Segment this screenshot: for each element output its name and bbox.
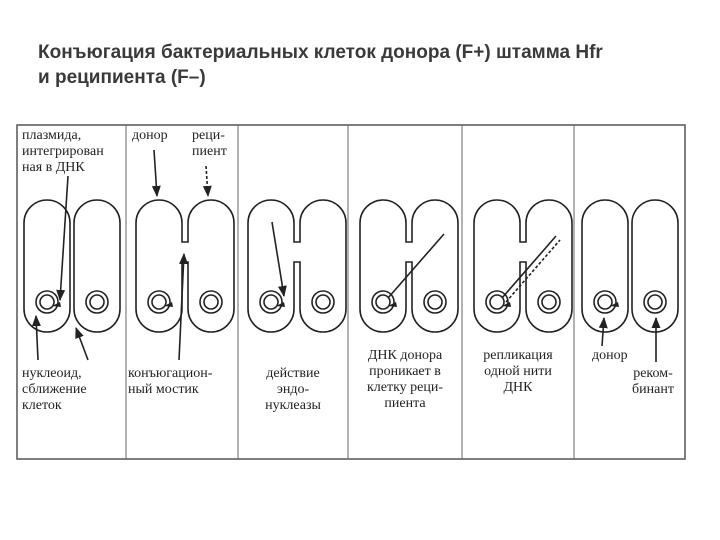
- panel-1-bottom-label: нуклеоид, сближение клеток: [22, 366, 124, 414]
- approach-arrow: [76, 328, 88, 360]
- panel-4-bottom-label: ДНК донора проникает в клетку реци- пиен…: [350, 348, 460, 412]
- bridged-cell-pair: [474, 200, 572, 332]
- dna-strand: [502, 236, 556, 298]
- panel-2-cells: [136, 150, 234, 360]
- panel-2-donor-label: донор: [132, 128, 168, 144]
- recipient-nucleoid-inner: [90, 295, 104, 309]
- plasmid-arrow: [60, 176, 68, 300]
- panel-6-cells: [582, 200, 678, 362]
- donor-nucleoid-inner: [40, 295, 54, 309]
- donor-arrow: [154, 150, 157, 196]
- panel-3-cells: [248, 200, 346, 332]
- panel-5-cells: [474, 200, 572, 332]
- panel-1-top-label: плазмида, интегрирован ная в ДНК: [22, 128, 124, 176]
- figure-title: Конъюгация бактериальных клеток донора (…: [38, 40, 603, 90]
- title-line-1: Конъюгация бактериальных клеток донора (…: [38, 40, 603, 65]
- replicated-strand: [506, 240, 560, 302]
- dna-fragments: [52, 302, 619, 307]
- donor-arrow: [602, 318, 604, 346]
- endonuclease-arrow: [272, 222, 284, 296]
- conjugation-diagram: плазмида, интегрирован ная в ДНК нуклеои…: [16, 124, 686, 460]
- bridged-cell-pair: [248, 200, 346, 332]
- panel-2-bottom-label: конъюгацион- ный мостик: [128, 366, 236, 398]
- recipient-nucleoid-inner: [542, 295, 556, 309]
- nucleoid-arrow: [36, 316, 38, 360]
- panel-6-bottom-label: реком- бинант: [622, 366, 684, 398]
- donor-nucleoid-inner: [264, 295, 278, 309]
- recipient-nucleoid-inner: [204, 295, 218, 309]
- panel-6-donor-label: донор: [592, 348, 628, 364]
- recipient-arrow: [206, 166, 208, 196]
- title-line-2: и реципиента (F–): [38, 65, 603, 90]
- bridged-cell-pair: [360, 200, 458, 332]
- recipient-nucleoid-inner: [428, 295, 442, 309]
- recombinant-nucleoid-inner: [648, 295, 662, 309]
- donor-dna-strand: [388, 234, 444, 298]
- bridged-cell-pair: [136, 200, 234, 332]
- panel-3-bottom-label: действие эндо- нуклеазы: [240, 366, 346, 414]
- panel-5-bottom-label: репликация одной нити ДНК: [464, 348, 572, 396]
- recipient-nucleoid-inner: [316, 295, 330, 309]
- panel-2-recipient-label: реци- пиент: [192, 128, 227, 160]
- donor-nucleoid-inner: [152, 295, 166, 309]
- donor-nucleoid-inner: [598, 295, 612, 309]
- panel-1-cells: [24, 176, 120, 360]
- panel-4-cells: [360, 200, 458, 332]
